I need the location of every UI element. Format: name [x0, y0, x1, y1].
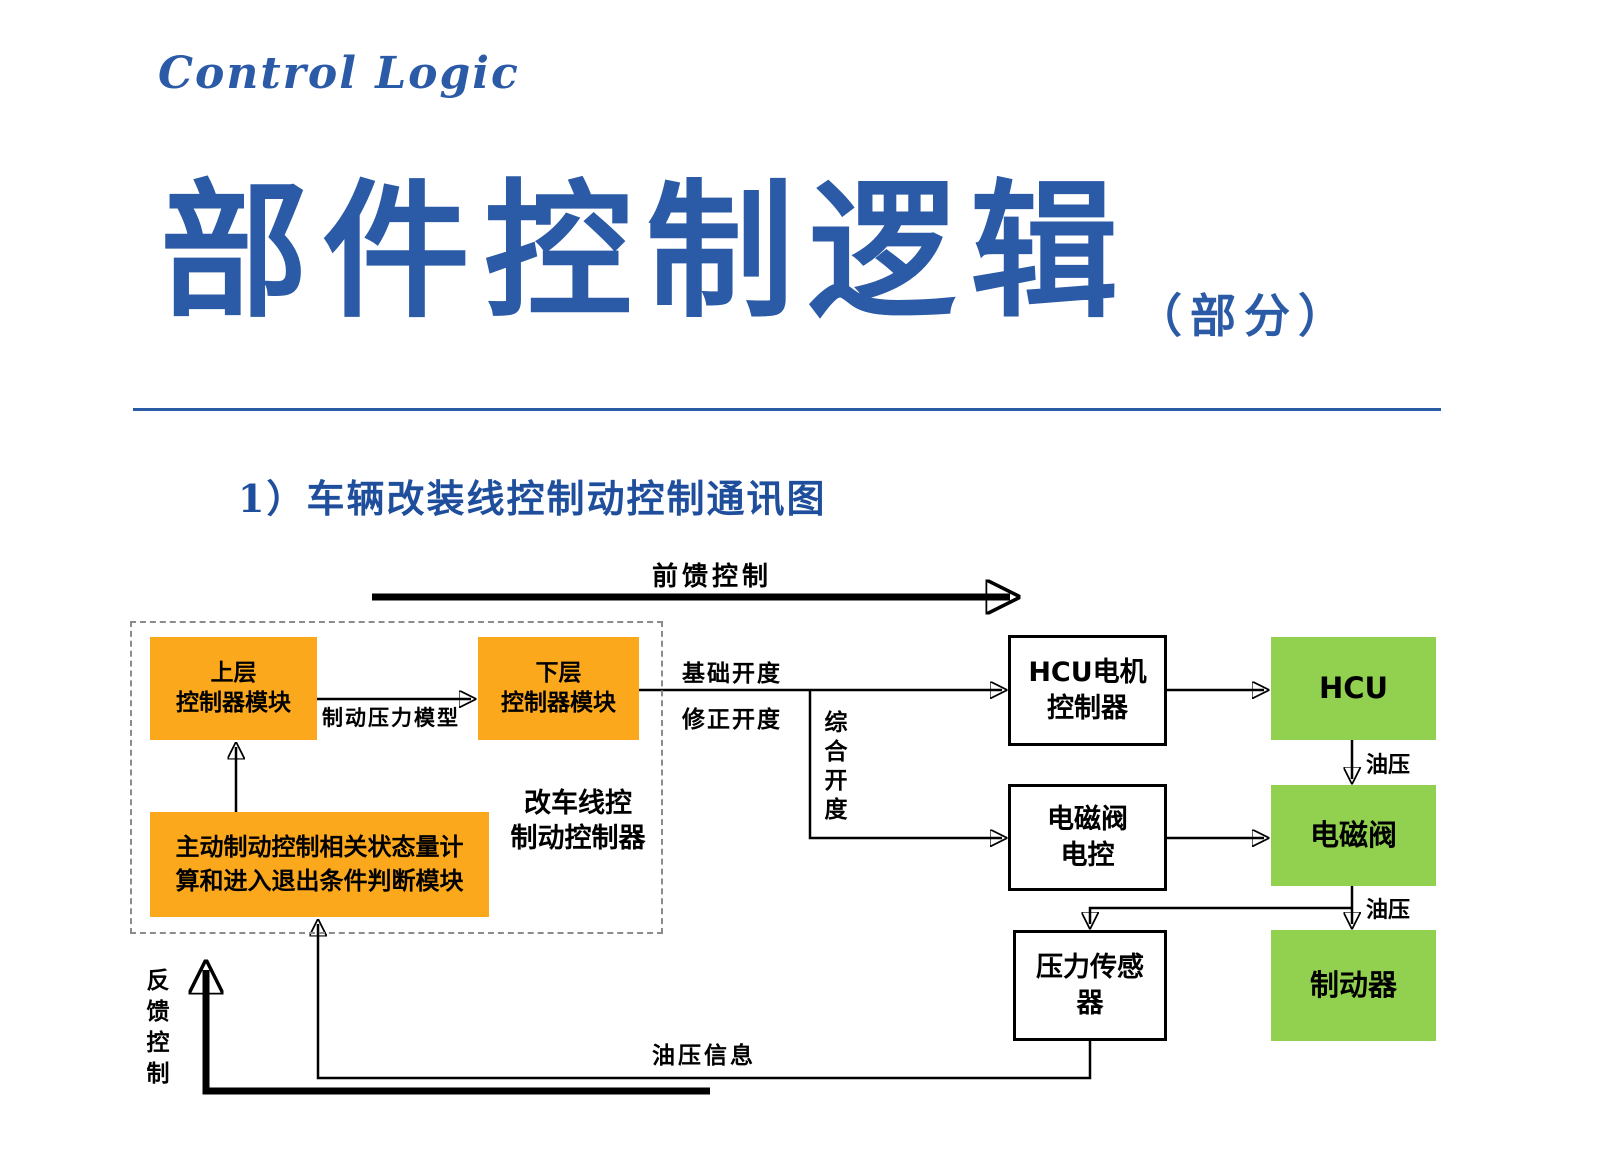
base-opening-label: 基础开度 — [682, 660, 782, 687]
arrow-tap-to-pressure-sensor — [1090, 906, 1352, 924]
section-heading: 1）车辆改装线控制动控制通讯图 — [238, 476, 827, 521]
arrow-combined-to-solenoid-control — [808, 690, 1002, 838]
hcu-box: HCU — [1271, 637, 1436, 740]
hcu-motor-controller-box: HCU电机 控制器 — [1008, 635, 1167, 746]
solenoid-valve-control-box: 电磁阀 电控 — [1008, 784, 1167, 891]
state-calculation-module-box: 主动制动控制相关状态量计 算和进入退出条件判断模块 — [150, 812, 489, 917]
line-oil-pressure-info-feedback — [318, 924, 1092, 1080]
page-title: 部件控制逻辑 — [160, 166, 1132, 338]
brake-box: 制动器 — [1271, 930, 1436, 1041]
oil-pressure-label-brake: 油压 — [1366, 897, 1411, 923]
title-divider — [133, 408, 1441, 411]
feedback-control-label: 反馈控制 — [142, 968, 169, 1092]
brake-pressure-model-label: 制动压力模型 — [322, 705, 460, 730]
feedforward-control-label: 前馈控制 — [652, 562, 773, 592]
feedback-arrow — [206, 970, 710, 1095]
lower-controller-module-box: 下层 控制器模块 — [478, 637, 639, 740]
corrected-opening-label: 修正开度 — [682, 706, 782, 733]
retrofit-brake-controller-group — [130, 621, 663, 934]
solenoid-valve-box: 电磁阀 — [1271, 785, 1436, 886]
eyebrow-title: Control Logic — [158, 48, 520, 99]
upper-controller-module-box: 上层 控制器模块 — [150, 637, 317, 740]
page-title-suffix: （部分） — [1136, 289, 1352, 343]
retrofit-controller-label: 改车线控 制动控制器 — [510, 788, 646, 855]
oil-pressure-info-label: 油压信息 — [652, 1042, 756, 1069]
oil-pressure-label-hcu: 油压 — [1366, 752, 1411, 778]
combined-opening-label: 综合开度 — [820, 710, 847, 826]
pressure-sensor-box: 压力传感 器 — [1013, 930, 1167, 1041]
